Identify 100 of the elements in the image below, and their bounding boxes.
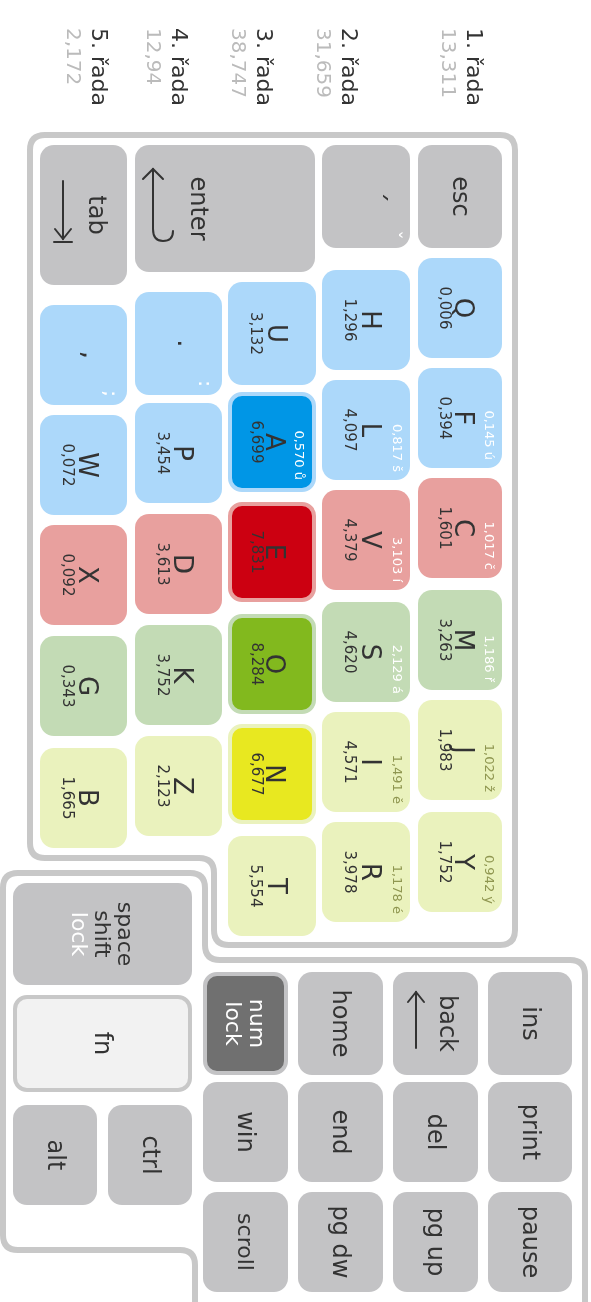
key-symbol: ; [101, 390, 121, 397]
keyboard-key [298, 1192, 383, 1292]
key-label: scroll [233, 1212, 258, 1273]
keyboard-key [228, 836, 316, 936]
key-label: esc [447, 175, 473, 219]
diacritic-frequency: 0,145 ú [483, 410, 496, 460]
key-letter: I [357, 758, 384, 766]
frequency-value: 3,132 [248, 311, 264, 357]
keyboard-key [228, 282, 316, 385]
keyboard-key [298, 1082, 383, 1182]
key-label: fn [89, 1030, 116, 1058]
frequency-value: 3,978 [342, 849, 358, 896]
keyboard-key [135, 145, 315, 272]
keyboard-key [418, 700, 502, 800]
frequency-value: 1,296 [342, 297, 358, 344]
row-label: 1. řada [462, 28, 487, 106]
diacritic-frequency: 1,491 ě [391, 754, 404, 804]
keyboard-key [393, 972, 478, 1075]
row-percentage: 2,172 [62, 28, 86, 86]
diacritic-frequency: 1,017 č [483, 521, 496, 570]
key-label: tab [85, 194, 109, 237]
keyboard-key [418, 590, 502, 690]
frequency-value: 0,072 [59, 442, 75, 489]
keyboard-key [228, 392, 316, 492]
row-percentage: 13,311 [437, 28, 461, 98]
keyboard-key [322, 380, 410, 480]
keyboard-key [322, 145, 410, 248]
row-label: 4. řada [167, 28, 192, 106]
keyboard-key [228, 724, 316, 824]
key-label: pg up [422, 1206, 449, 1279]
key-symbol: ´ [362, 189, 388, 205]
key-label: print [517, 1102, 543, 1163]
frequency-value: 5,554 [248, 863, 264, 910]
keyboard-key [322, 490, 410, 590]
key-label: space [114, 900, 138, 969]
keyboard-key [322, 270, 410, 370]
keyboard-key [135, 625, 222, 725]
diacritic-frequency: 0,942 ý [483, 854, 496, 904]
frequency-value: 1,665 [59, 775, 75, 822]
keyboard-key [322, 822, 410, 922]
frequency-value: 4,097 [342, 407, 358, 454]
key-letter: S [357, 643, 384, 661]
keyboard-key [322, 602, 410, 702]
key-letter: D [169, 554, 196, 574]
keyboard-key [40, 636, 127, 736]
diacritic-frequency: 0,817 š [391, 423, 404, 472]
key-label: back [436, 993, 460, 1054]
frequency-value: 8,284 [249, 641, 264, 688]
keyboard-key [488, 972, 572, 1075]
key-letter: K [169, 666, 196, 684]
row-label: 2. řada [337, 28, 362, 106]
key-label: pause [517, 1204, 543, 1281]
keyboard-key [228, 502, 316, 602]
keyboard-key [13, 883, 192, 985]
diacritic-frequency: 1,178 é [391, 864, 404, 914]
keyboard-key [418, 812, 502, 912]
keyboard-key [488, 1082, 572, 1182]
keyboard-key [40, 525, 127, 625]
key-symbol: : [196, 380, 216, 387]
key-letter: V [357, 531, 384, 549]
frequency-value: 3,263 [436, 617, 452, 664]
key-label: home [327, 988, 354, 1060]
frequency-value: 4,379 [342, 517, 358, 564]
key-label: lock [67, 910, 91, 959]
keyboard-key [418, 258, 502, 358]
frequency-value: 2,123 [154, 763, 170, 810]
key-letter: T [263, 878, 290, 894]
diacritic-frequency: 0,570 ů [293, 430, 306, 480]
keyboard-key [13, 1105, 97, 1205]
frequency-value: 0,394 [436, 395, 452, 442]
key-label: alt [42, 1138, 68, 1173]
keyboard-key [203, 972, 288, 1075]
keyboard-key [108, 1105, 192, 1205]
key-label: del [422, 1112, 449, 1153]
keyboard-key [393, 1192, 478, 1292]
key-label: num lock [222, 997, 269, 1051]
keyboard-key [298, 972, 383, 1075]
frequency-value: 3,613 [154, 541, 170, 588]
row-percentage: 31,659 [312, 28, 336, 98]
frequency-value: 3,454 [154, 430, 170, 477]
keyboard-key [418, 368, 502, 468]
key-symbol: , [79, 349, 106, 362]
key-label: enter [187, 175, 211, 243]
keyboard-key [40, 415, 127, 515]
diacritic-frequency: 2,129 á [391, 644, 404, 694]
keyboard-key [13, 995, 192, 1092]
key-letter: U [263, 324, 290, 343]
keyboard-key [418, 478, 502, 578]
key-label: shift [90, 910, 115, 958]
row-label: 5. řada [87, 28, 112, 106]
key-letter: X [74, 566, 101, 584]
frequency-value: 6,699 [249, 419, 264, 466]
key-label: end [327, 1108, 354, 1157]
diacritic-frequency: 3,103 í [391, 537, 404, 582]
keyboard-key [135, 514, 222, 614]
frequency-value: 3,752 [154, 652, 170, 699]
frequency-value: 0,092 [59, 552, 75, 599]
row-percentage: 38,747 [227, 28, 251, 98]
keyboard-key [393, 1082, 478, 1182]
frequency-value: 7,831 [249, 529, 264, 576]
